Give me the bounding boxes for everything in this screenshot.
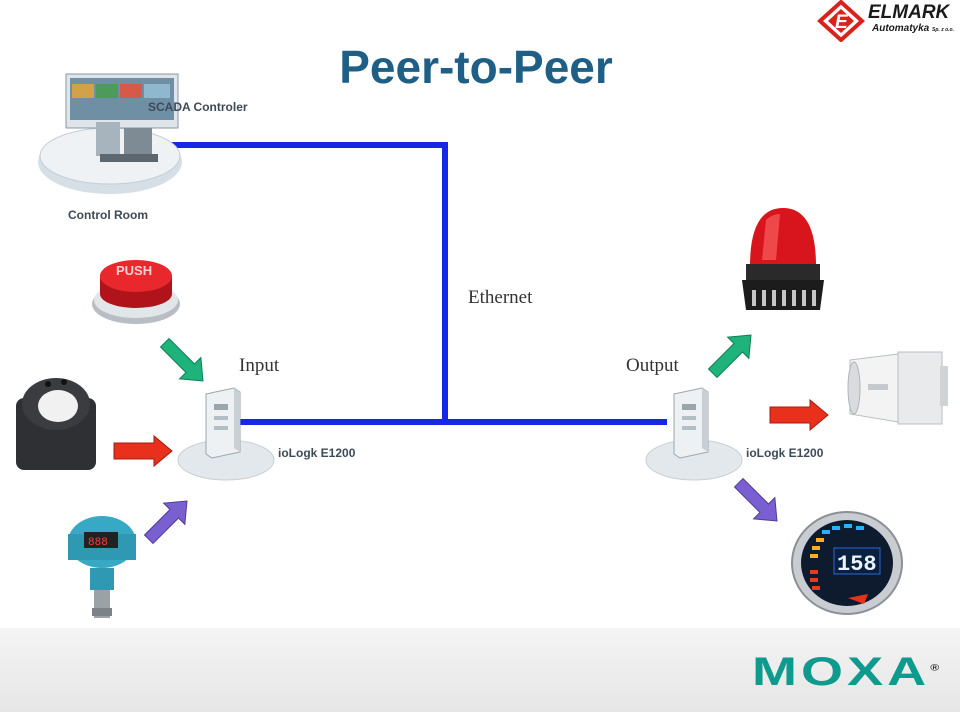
- elmark-brand-sub: Automatyka Sp. z o.o.: [872, 23, 954, 34]
- page-title: Peer-to-Peer: [339, 41, 613, 93]
- output-arrow-purple-icon: [733, 477, 778, 522]
- pressure-transmitter-icon: 888: [68, 516, 136, 618]
- elmark-logo-icon: E: [817, 0, 865, 42]
- control-room-label: Control Room: [68, 208, 148, 222]
- iologik-right-device-icon: [645, 387, 743, 481]
- input-label: Input: [239, 355, 280, 376]
- output-label: Output: [626, 355, 679, 376]
- scada-controller-label: SCADA Controler: [148, 100, 248, 114]
- push-button-icon: [92, 260, 180, 324]
- digital-gauge-display-icon: 158: [791, 511, 903, 615]
- horn-siren-icon: [847, 351, 948, 425]
- footer-band: [0, 628, 960, 712]
- output-arrow-green-icon: [707, 334, 752, 379]
- gauge-value: 158: [837, 552, 877, 577]
- elmark-brand-name: ELMARK: [868, 2, 950, 23]
- beacon-light-icon: [742, 208, 824, 310]
- input-arrow-green-icon: [159, 337, 204, 382]
- iologik-left-device-icon: [177, 387, 275, 481]
- svg-text:E: E: [835, 12, 849, 33]
- svg-text:PUSH: PUSH: [116, 263, 152, 278]
- iologik-right-label: ioLogk E1200: [746, 446, 824, 460]
- moxa-logo: MOXA®: [752, 650, 940, 694]
- ethernet-label: Ethernet: [468, 287, 533, 308]
- motion-sensor-icon: [16, 378, 96, 470]
- output-arrow-red-icon: [769, 398, 829, 432]
- iologik-left-label: ioLogk E1200: [278, 446, 356, 460]
- push-button-text: PUSH: [116, 263, 152, 278]
- svg-text:888: 888: [88, 537, 108, 549]
- input-arrow-red-icon: [113, 434, 173, 468]
- scada-control-room-icon: [38, 73, 182, 194]
- input-arrow-purple-icon: [143, 500, 188, 545]
